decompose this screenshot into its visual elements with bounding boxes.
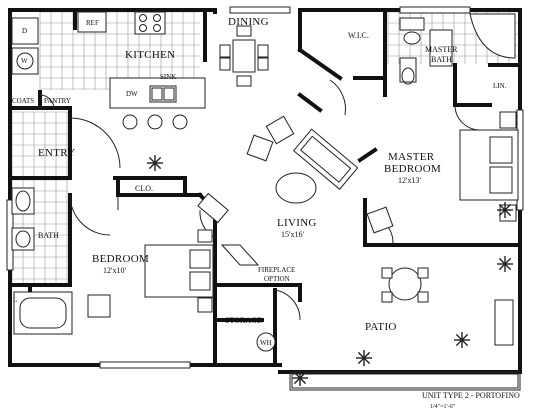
fireplace-label-1: FIREPLACE: [258, 266, 295, 274]
coats-label: COATS: [12, 97, 34, 105]
dining-label: DINING: [228, 16, 269, 28]
fireplace-label-2: OPTION: [264, 275, 290, 283]
room-labels: REF D W KITCHEN SINK DW DINING W.I.C. MA…: [12, 16, 507, 347]
wic-label: W.I.C.: [348, 31, 369, 40]
living-label: LIVING: [277, 217, 317, 229]
closet-label: CLO.: [135, 184, 153, 193]
bedroom-size: 12'x10': [103, 266, 126, 275]
washer-label: W: [21, 57, 28, 65]
dishwasher-label: DW: [126, 90, 138, 98]
living-size: 15'x16': [281, 230, 304, 239]
storage-label: STORAGE: [225, 316, 262, 325]
ref-label: REF: [86, 19, 99, 27]
scale-label: 1/4"=1'-0": [430, 404, 456, 410]
kitchen-label: KITCHEN: [125, 49, 175, 61]
master-bedroom-label-1: MASTER: [388, 151, 435, 163]
patio-label: PATIO: [365, 321, 397, 333]
sink-label: SINK: [160, 73, 176, 81]
master-bath-label-1: MASTER: [425, 45, 458, 54]
furniture: [11, 11, 519, 352]
master-bedroom-label-2: BEDROOM: [384, 163, 441, 175]
windows: [6, 6, 524, 391]
plants: [147, 155, 513, 386]
water-heater-label: WH: [260, 339, 272, 347]
dryer-label: D: [22, 27, 27, 35]
linen-label: LIN.: [493, 82, 507, 90]
master-bath-label-2: BATH: [431, 55, 452, 64]
pantry-label: PANTRY: [44, 97, 71, 105]
bedroom-label: BEDROOM: [92, 253, 149, 265]
master-bedroom-size: 12'x13': [398, 176, 421, 185]
walls: [8, 8, 522, 374]
linen-l-label: L: [13, 296, 17, 304]
unit-type-label: UNIT TYPE 2 - PORTOFINO: [422, 391, 520, 400]
bath-label: BATH: [38, 231, 59, 240]
entry-label: ENTRY: [38, 147, 76, 159]
